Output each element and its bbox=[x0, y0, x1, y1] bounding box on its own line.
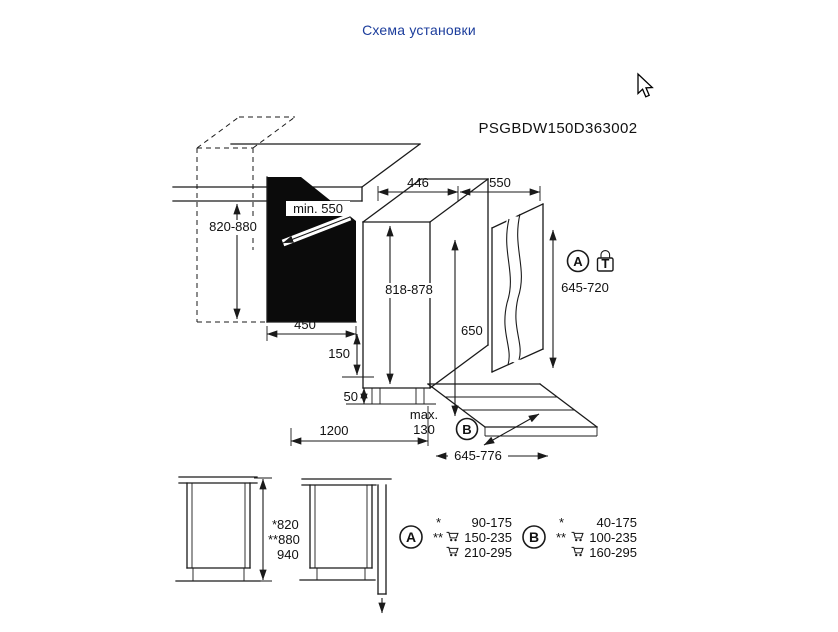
dim-max-value: 130 bbox=[413, 422, 435, 437]
dim-max-label: max. bbox=[410, 407, 438, 422]
marker-a: A bbox=[566, 249, 590, 273]
niche-opening: min. 550 bbox=[266, 176, 357, 323]
dim-below-niche-label: 150 bbox=[328, 346, 350, 361]
dishwasher-body bbox=[346, 178, 489, 405]
dim-panel-width: 645-776 bbox=[435, 448, 549, 464]
lock-letter: T bbox=[601, 256, 609, 271]
legend-b-marker: B bbox=[529, 529, 539, 545]
legend-b-row1-prefix: * bbox=[559, 515, 564, 530]
dim-hose-length-label: 1200 bbox=[320, 423, 349, 438]
slide-direction-arrow bbox=[483, 413, 540, 446]
marker-b: B bbox=[455, 417, 479, 441]
cart-icon bbox=[446, 546, 459, 557]
dim-niche-width-label: 450 bbox=[294, 317, 316, 332]
marker-a-label: A bbox=[573, 254, 583, 269]
dim-below-niche: 150 bbox=[328, 333, 374, 378]
model-code: PSGBDW150D363002 bbox=[479, 120, 638, 137]
legend-a-row3-value: 210-295 bbox=[464, 545, 512, 560]
legend-b: B * 40-175 ** 100-235 160-295 bbox=[522, 515, 637, 560]
dim-niche-depth-label: min. 550 bbox=[293, 201, 343, 216]
dim-max-plinth: max. 130 bbox=[410, 407, 438, 437]
dim-foot-height: 50 bbox=[344, 387, 368, 405]
dim-door-height: 650 bbox=[451, 239, 487, 417]
legend-b-row2-value: 100-235 bbox=[589, 530, 637, 545]
height-variant-1: *820 bbox=[272, 517, 299, 532]
dim-niche-height: 820-880 bbox=[204, 203, 263, 320]
figure-installed-with-panel bbox=[299, 478, 392, 614]
cart-icon bbox=[571, 531, 584, 542]
height-variant-3: 940 bbox=[277, 547, 299, 562]
door-panel bbox=[491, 203, 544, 373]
page-title: Схема установки bbox=[362, 22, 476, 38]
legend-a-row1-prefix: * bbox=[436, 515, 441, 530]
dim-panel-height: 645-720 bbox=[549, 229, 614, 369]
dim-appliance-height: 818-878 bbox=[380, 225, 438, 385]
legend-a-row1-value: 90-175 bbox=[472, 515, 512, 530]
dim-niche-width: 450 bbox=[266, 317, 357, 341]
marker-b-label: B bbox=[462, 422, 471, 437]
mouse-cursor-icon bbox=[637, 72, 654, 98]
dim-top: 446 550 bbox=[377, 175, 541, 201]
dim-appliance-height-label: 818-878 bbox=[385, 282, 433, 297]
sliding-panel bbox=[427, 383, 598, 437]
legend-a-marker: A bbox=[406, 529, 416, 545]
dim-panel-height-label: 645-720 bbox=[561, 280, 609, 295]
dim-hose-length: 1200 bbox=[290, 406, 429, 446]
dim-niche-height-label: 820-880 bbox=[209, 219, 257, 234]
dim-door-height-label: 650 bbox=[461, 323, 483, 338]
legend-b-row2-prefix: ** bbox=[556, 530, 566, 545]
dim-top-depth-label: 446 bbox=[407, 175, 429, 190]
legend-b-row1-value: 40-175 bbox=[597, 515, 637, 530]
legend-a-row2-value: 150-235 bbox=[464, 530, 512, 545]
lock-icon: T bbox=[596, 249, 614, 272]
legend-a-row2-prefix: ** bbox=[433, 530, 443, 545]
cart-icon bbox=[571, 546, 584, 557]
dim-panel-width-label: 645-776 bbox=[454, 448, 502, 463]
cart-icon bbox=[446, 531, 459, 542]
legend-a: A * 90-175 ** 150-235 210-295 bbox=[399, 515, 512, 560]
height-variant-2: **880 bbox=[268, 532, 300, 547]
legend-b-row3-value: 160-295 bbox=[589, 545, 637, 560]
dim-door-width-label: 550 bbox=[489, 175, 511, 190]
dim-foot-height-label: 50 bbox=[344, 389, 358, 404]
figure-open-niche: *820 **880 940 bbox=[175, 476, 300, 582]
